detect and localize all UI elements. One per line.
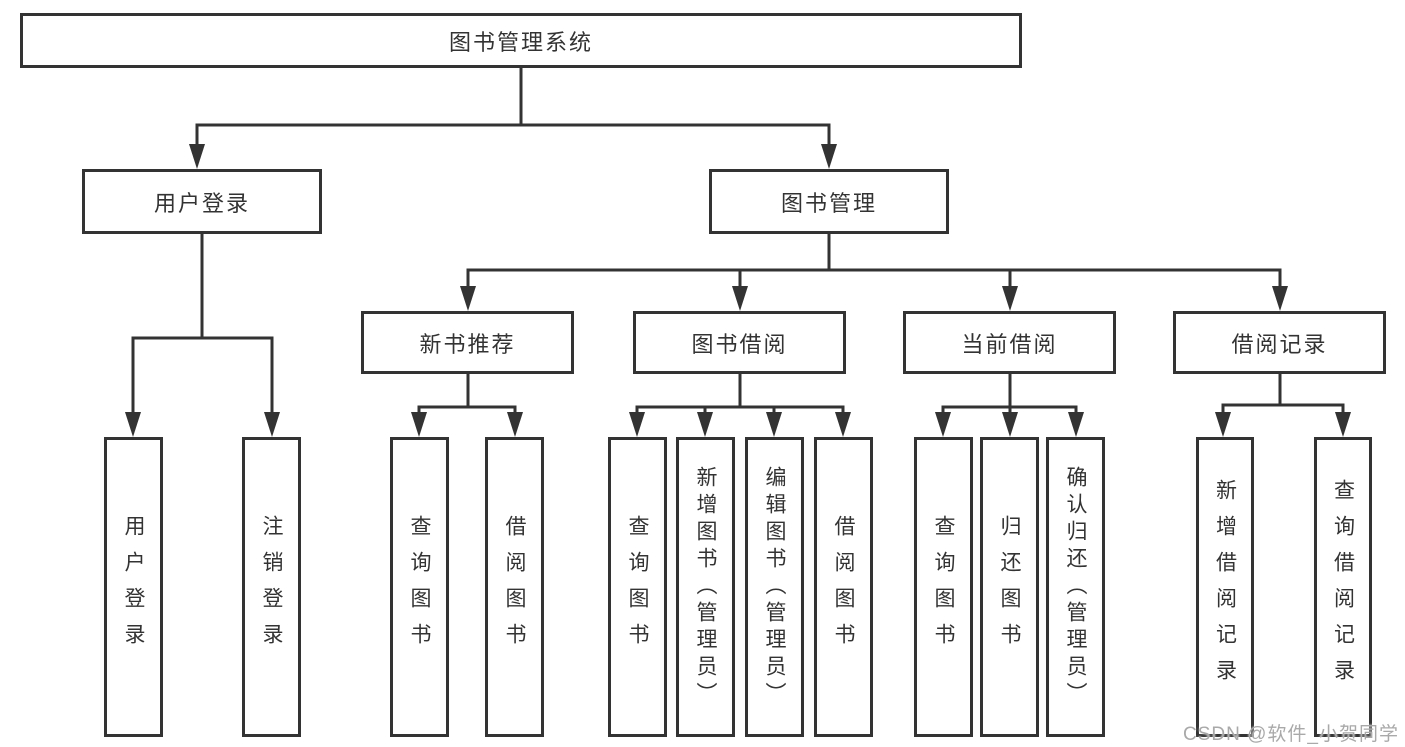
node-current-borrowing: 当前借阅 <box>903 311 1116 374</box>
leaf-query-books-3: 查询图书 <box>914 437 973 737</box>
leaf-query-books-3-label: 查询图书 <box>932 515 955 659</box>
node-book-management-label: 图书管理 <box>780 190 877 216</box>
leaf-query-books-1-label: 查询图书 <box>408 515 431 659</box>
leaf-query-books-2-label: 查询图书 <box>626 515 649 659</box>
leaf-query-borrow-record-label: 查询借阅记录 <box>1331 479 1355 695</box>
leaf-query-books-2: 查询图书 <box>608 437 667 737</box>
node-root-label: 图书管理系统 <box>448 29 593 55</box>
node-borrowing-records-label: 借阅记录 <box>1231 331 1328 357</box>
node-book-borrowing-label: 图书借阅 <box>691 331 788 357</box>
leaf-logout: 注销登录 <box>242 437 301 737</box>
arrowheads <box>125 144 1351 437</box>
leaf-query-borrow-record: 查询借阅记录 <box>1314 437 1372 737</box>
leaf-borrow-books-2: 借阅图书 <box>814 437 873 737</box>
leaf-edit-books-admin: 编辑图书（管理员） <box>745 437 804 737</box>
leaf-edit-books-admin-label: 编辑图书（管理员） <box>763 465 786 709</box>
node-new-book-recommend-label: 新书推荐 <box>419 331 516 357</box>
csdn-watermark: CSDN @软件_小贺同学 <box>1183 724 1399 745</box>
leaf-user-login-label: 用户登录 <box>122 515 145 659</box>
leaf-add-borrow-record: 新增借阅记录 <box>1196 437 1254 737</box>
leaf-add-borrow-record-label: 新增借阅记录 <box>1213 479 1237 695</box>
node-current-borrowing-label: 当前借阅 <box>961 331 1058 357</box>
node-user-login: 用户登录 <box>82 169 322 234</box>
node-new-book-recommend: 新书推荐 <box>361 311 574 374</box>
leaf-return-books: 归还图书 <box>980 437 1039 737</box>
node-borrowing-records: 借阅记录 <box>1173 311 1386 374</box>
leaf-borrow-books-1: 借阅图书 <box>485 437 544 737</box>
leaf-borrow-books-1-label: 借阅图书 <box>503 515 526 659</box>
leaf-user-login: 用户登录 <box>104 437 163 737</box>
node-book-management: 图书管理 <box>709 169 949 234</box>
leaf-borrow-books-2-label: 借阅图书 <box>832 515 855 659</box>
leaf-add-books-admin: 新增图书（管理员） <box>676 437 735 737</box>
connector-paths <box>131 68 1345 418</box>
leaf-confirm-return-admin: 确认归还（管理员） <box>1046 437 1105 737</box>
leaf-return-books-label: 归还图书 <box>998 515 1021 659</box>
leaf-confirm-return-admin-label: 确认归还（管理员） <box>1064 465 1087 709</box>
leaf-logout-label: 注销登录 <box>260 515 283 659</box>
node-user-login-label: 用户登录 <box>153 190 250 216</box>
leaf-query-books-1: 查询图书 <box>390 437 449 737</box>
node-book-borrowing: 图书借阅 <box>633 311 846 374</box>
leaf-add-books-admin-label: 新增图书（管理员） <box>694 465 717 709</box>
node-root: 图书管理系统 <box>20 13 1022 68</box>
